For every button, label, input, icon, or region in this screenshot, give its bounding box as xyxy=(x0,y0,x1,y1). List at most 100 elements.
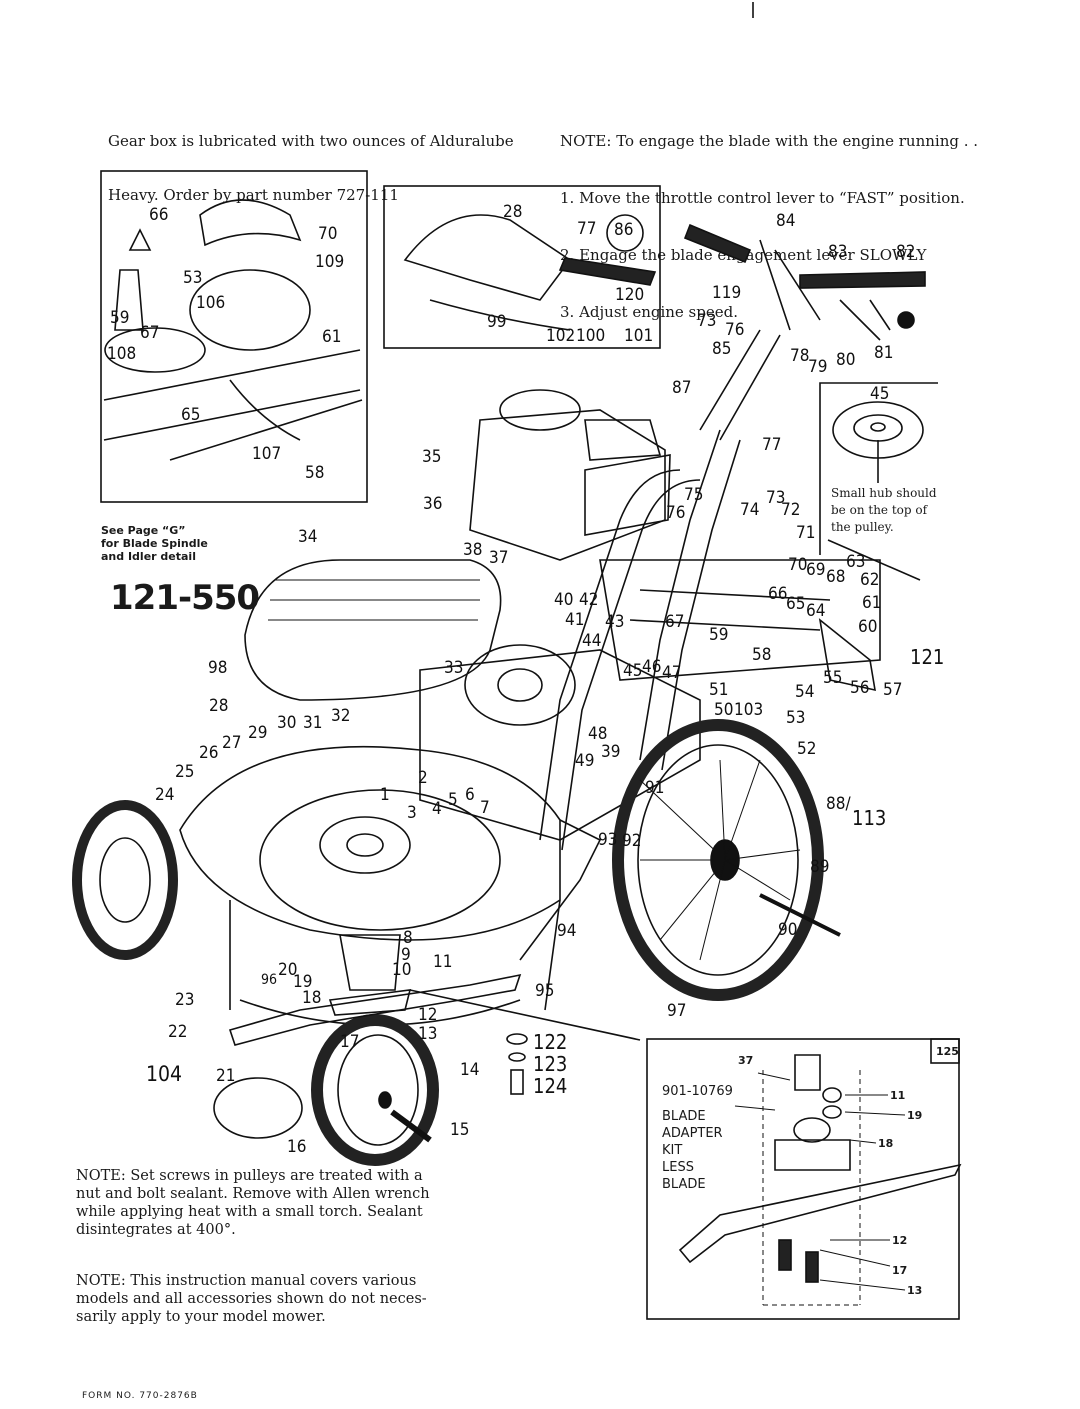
blade-kit-box xyxy=(646,1038,960,1320)
callout-98: 98 xyxy=(208,658,228,678)
kit-part-number: 901-10769 xyxy=(662,1084,733,1099)
callout-67: 67 xyxy=(140,323,160,343)
callout-55: 55 xyxy=(823,668,843,688)
callout-19: 19 xyxy=(293,972,313,992)
callout-13: 13 xyxy=(418,1024,438,1044)
callout-28: 28 xyxy=(503,202,523,222)
callout-71: 71 xyxy=(796,523,816,543)
callout-14: 14 xyxy=(460,1060,480,1080)
callout-42: 42 xyxy=(579,590,599,610)
callout-83: 83 xyxy=(828,242,848,262)
manual-note-line: models and all accessories shown do not … xyxy=(76,1291,427,1307)
callout-65: 65 xyxy=(786,594,806,614)
callout-12: 12 xyxy=(418,1005,438,1025)
callout-62: 62 xyxy=(860,570,880,590)
kit-callout-37: 37 xyxy=(738,1054,754,1067)
callout-54: 54 xyxy=(795,682,815,702)
callout-52: 52 xyxy=(797,739,817,759)
callout-79: 79 xyxy=(808,357,828,377)
callout-121: 121 xyxy=(910,645,945,669)
callout-75: 75 xyxy=(684,485,704,505)
blade-adapter-kit: 901-10769 BLADE ADAPTER KIT LESS BLADE xyxy=(662,1083,733,1193)
handle-detail-box xyxy=(383,185,661,349)
callout-123: 123 xyxy=(533,1052,568,1076)
callout-15: 15 xyxy=(450,1120,470,1140)
callout-58: 58 xyxy=(752,645,772,665)
callout-119: 119 xyxy=(712,283,742,303)
callout-86: 86 xyxy=(614,220,634,240)
kit-line: LESS xyxy=(662,1160,694,1175)
callout-73: 73 xyxy=(697,311,717,331)
callout-93: 93 xyxy=(598,830,618,850)
callout-36: 36 xyxy=(423,494,443,514)
callout-120: 120 xyxy=(615,285,645,305)
callout-57: 57 xyxy=(883,680,903,700)
model-number: 121-550 xyxy=(110,578,260,618)
gearbox-note-line: Gear box is lubricated with two ounces o… xyxy=(108,132,514,150)
set-screw-line: disintegrates at 400°. xyxy=(76,1222,236,1238)
callout-81: 81 xyxy=(874,343,894,363)
callout-11: 11 xyxy=(433,952,453,972)
callout-49: 49 xyxy=(575,751,595,771)
callout-65: 65 xyxy=(181,405,201,425)
callout-99: 99 xyxy=(487,312,507,332)
callout-1: 1 xyxy=(380,785,390,805)
gearbox-detail-box xyxy=(100,170,368,503)
set-screw-line: NOTE: Set screws in pulleys are treated … xyxy=(76,1168,423,1184)
callout-10: 10 xyxy=(392,960,412,980)
callout-90: 90 xyxy=(778,920,798,940)
callout-58: 58 xyxy=(305,463,325,483)
callout-35: 35 xyxy=(422,447,442,467)
callout-23: 23 xyxy=(175,990,195,1010)
callout-38: 38 xyxy=(463,540,483,560)
callout-69: 69 xyxy=(806,560,826,580)
hub-detail-frame xyxy=(819,382,938,555)
callout-101: 101 xyxy=(624,326,654,346)
callout-113: 113 xyxy=(852,806,887,830)
kit-callout-19: 19 xyxy=(907,1109,923,1122)
kit-callout-12: 12 xyxy=(892,1234,908,1247)
callout-91: 91 xyxy=(645,778,665,798)
callout-73: 73 xyxy=(766,488,786,508)
hub-note-line: the pulley. xyxy=(831,520,894,534)
callout-92: 92 xyxy=(622,831,642,851)
callout-24: 24 xyxy=(155,785,175,805)
callout-46: 46 xyxy=(642,657,662,677)
callout-25: 25 xyxy=(175,762,195,782)
kit-line: KIT xyxy=(662,1143,683,1158)
callout-78: 78 xyxy=(790,346,810,366)
callout-106: 106 xyxy=(196,293,226,313)
callout-37: 37 xyxy=(489,548,509,568)
callout-39: 39 xyxy=(601,742,621,762)
callout-64: 64 xyxy=(806,601,826,621)
callout-95: 95 xyxy=(535,981,555,1001)
callout-22: 22 xyxy=(168,1022,188,1042)
callout-44: 44 xyxy=(582,631,602,651)
callout-97: 97 xyxy=(667,1001,687,1021)
kit-number-box xyxy=(930,1038,960,1064)
kit-line: BLADE xyxy=(662,1109,706,1124)
kit-line: ADAPTER xyxy=(662,1126,723,1141)
manual-note-line: sarily apply to your model mower. xyxy=(76,1309,326,1325)
callout-31: 31 xyxy=(303,713,323,733)
callout-3: 3 xyxy=(407,803,417,823)
callout-122: 122 xyxy=(533,1030,568,1054)
callout-61: 61 xyxy=(862,593,882,613)
callout-29: 29 xyxy=(248,723,268,743)
callout-70: 70 xyxy=(788,555,808,575)
callout-47: 47 xyxy=(662,663,682,683)
callout-77: 77 xyxy=(577,219,597,239)
callout-66: 66 xyxy=(768,584,788,604)
callout-33: 33 xyxy=(444,658,464,678)
callout-88: 88/ xyxy=(826,794,851,814)
callout-50: 50 xyxy=(714,700,734,720)
kit-callout-18: 18 xyxy=(878,1137,894,1150)
hub-note-line: be on the top of xyxy=(831,503,928,517)
callout-72: 72 xyxy=(781,500,801,520)
callout-108: 108 xyxy=(107,344,137,364)
callout-77: 77 xyxy=(762,435,782,455)
callout-51: 51 xyxy=(709,680,729,700)
form-number: FORM NO. 770-2876B xyxy=(82,1391,198,1401)
callout-96: 96 xyxy=(261,972,278,988)
callout-28: 28 xyxy=(209,696,229,716)
